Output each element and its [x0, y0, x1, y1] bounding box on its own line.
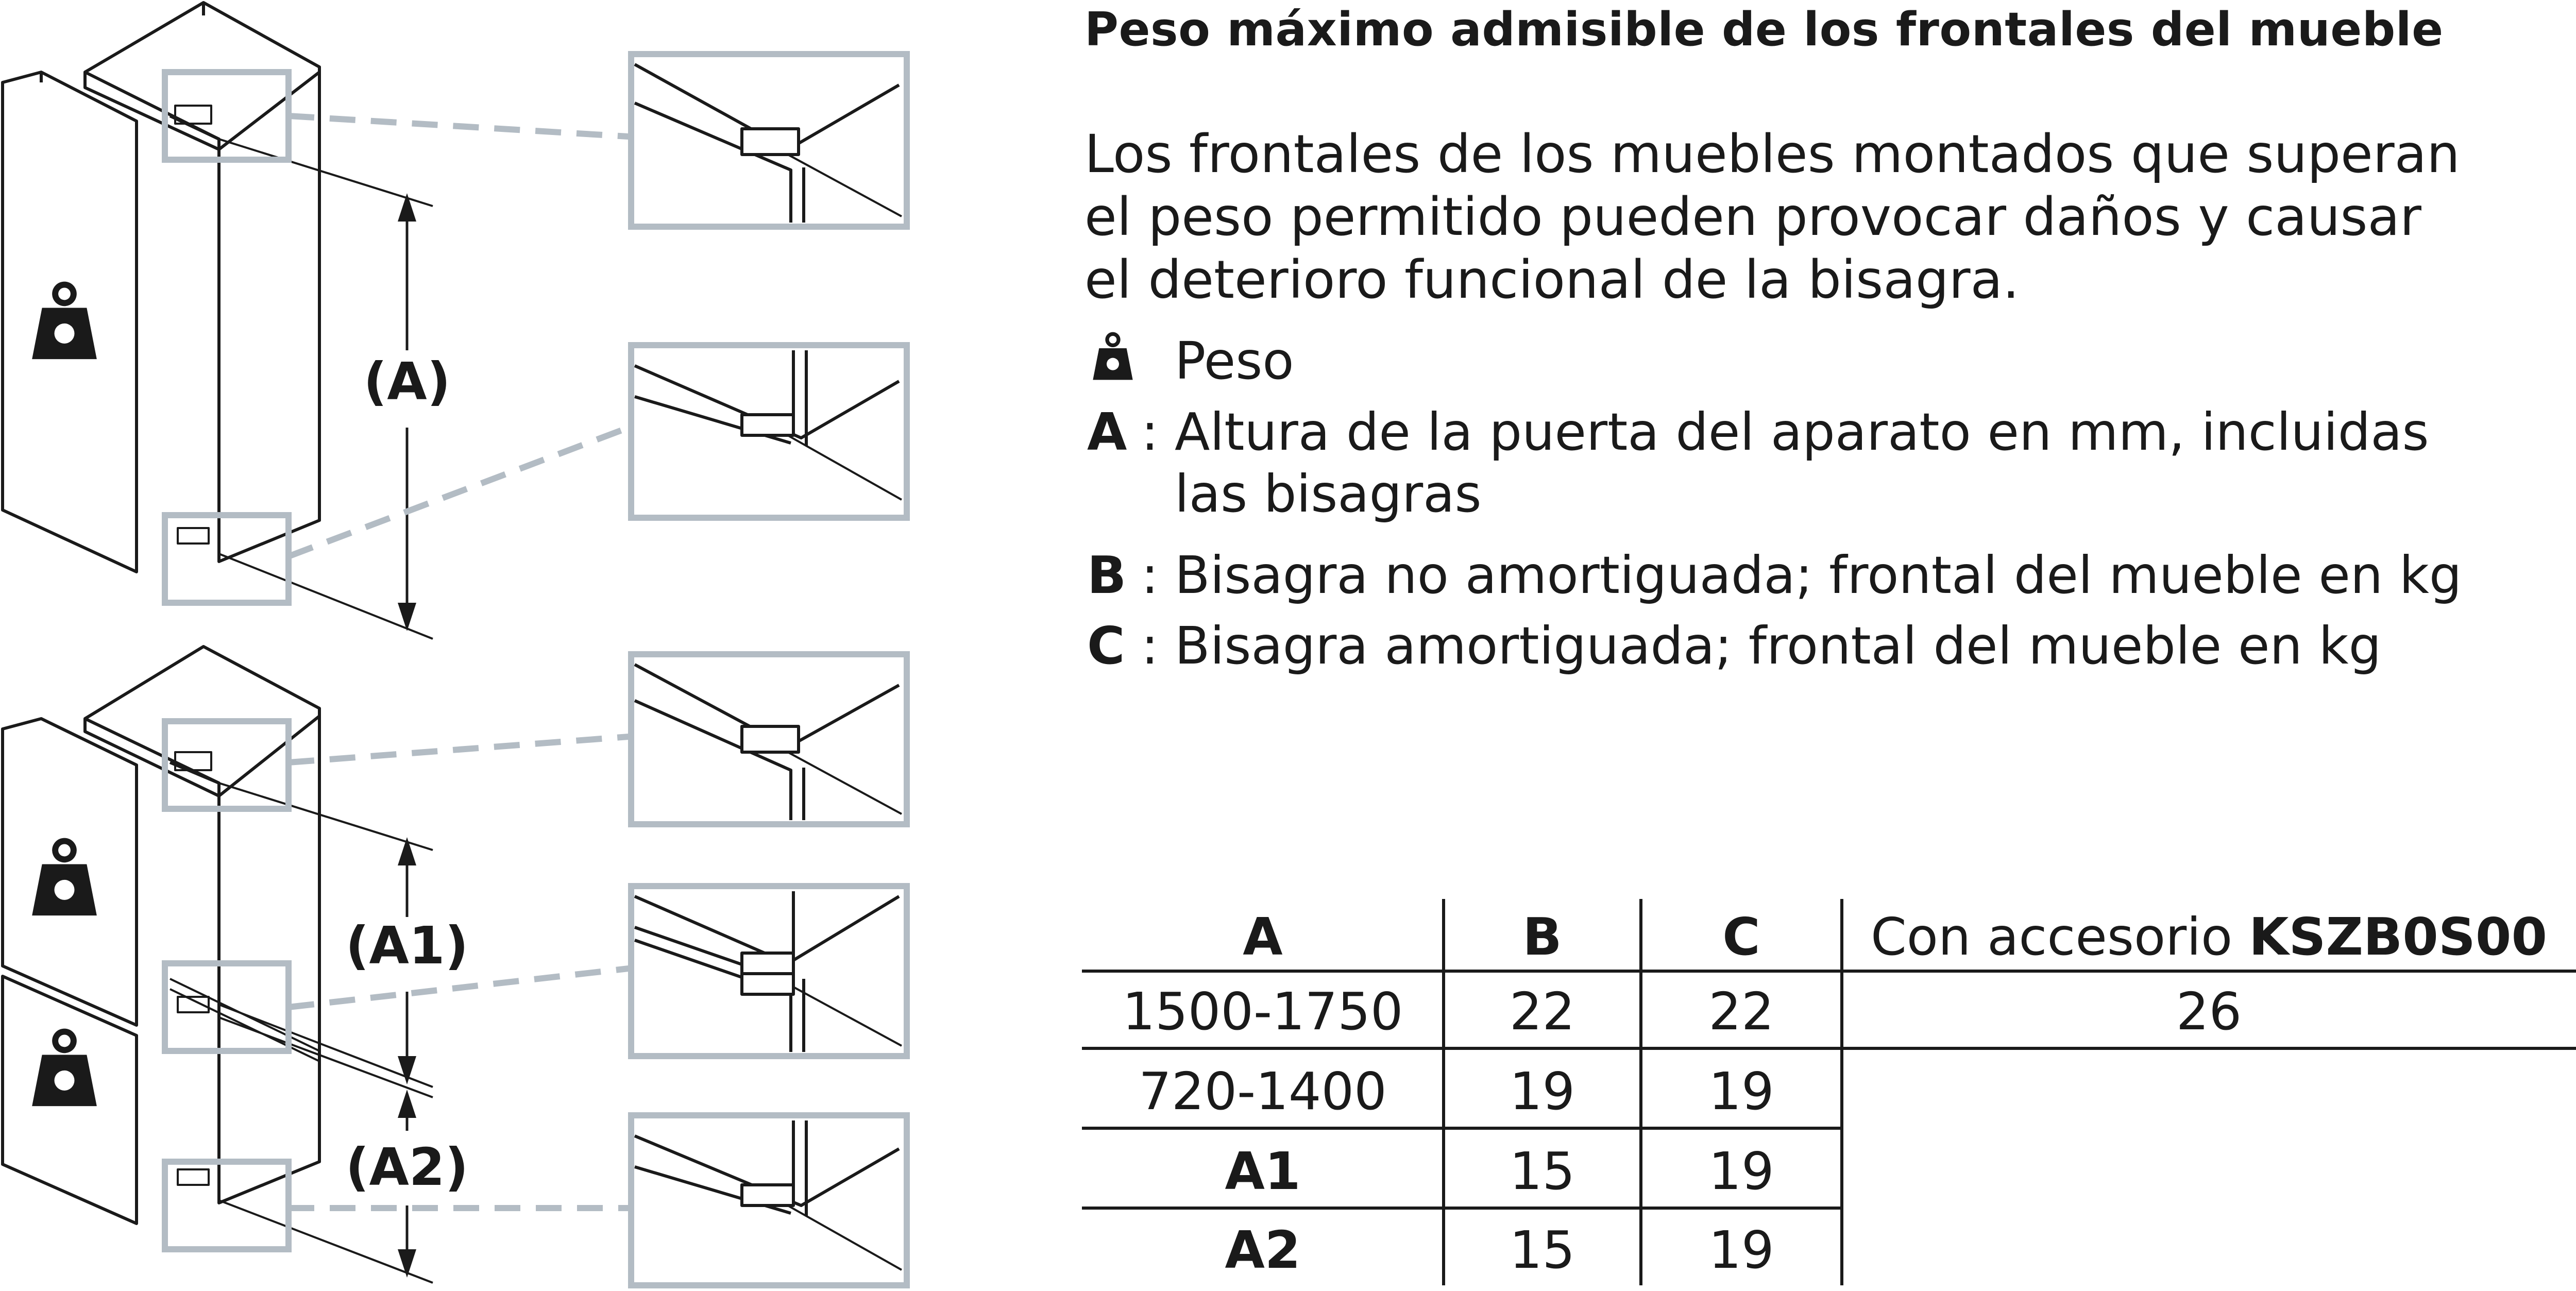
detail-frame-3 — [628, 651, 910, 827]
table-cell-c: 22 — [1708, 981, 1774, 1042]
table-cell-accessory: 26 — [2176, 981, 2242, 1042]
legend-text-c: Bisagra amortiguada; frontal del mueble … — [1175, 616, 2382, 676]
table-cell-c: 19 — [1708, 1220, 1774, 1280]
paragraph-line-3: el deterioro funcional de la bisagra. — [1084, 249, 2020, 311]
table-header-c: C — [1722, 907, 1760, 967]
label-a1: (A1) — [346, 915, 468, 976]
table-header-accessory: Con accesorio KSZB0S00 — [1842, 907, 2576, 967]
table-cell-c: 19 — [1708, 1141, 1774, 1201]
weight-icon — [1093, 332, 1133, 380]
paragraph-line-1: Los frontales de los muebles montados qu… — [1084, 124, 2460, 185]
detail-frame-2 — [628, 342, 910, 521]
detail-hinge-3 — [634, 663, 902, 820]
legend-key-a: A — [1087, 402, 1127, 462]
table-cell-b: 19 — [1509, 1061, 1575, 1122]
dimension-a2 — [398, 1090, 416, 1278]
table-cell-b: 22 — [1509, 981, 1575, 1042]
legend-text-b: Bisagra no amortiguada; frontal del mueb… — [1175, 545, 2462, 605]
legend-weight-label: Peso — [1175, 331, 1294, 391]
legend-key-b: B — [1087, 545, 1127, 605]
table-cell-a: 720-1400 — [1139, 1061, 1387, 1122]
legend-key-c: C — [1087, 616, 1125, 676]
detail-frame-5 — [628, 1112, 910, 1288]
label-a2: (A2) — [346, 1137, 468, 1197]
detail-hinge-4 — [634, 891, 902, 1052]
legend-colon-a: : — [1141, 402, 1159, 462]
dimension-a — [398, 193, 416, 631]
page-title: Peso máximo admisible de los frontales d… — [1084, 3, 2444, 57]
detail-frame-4 — [628, 883, 910, 1059]
table-cell-b: 15 — [1509, 1220, 1575, 1280]
table-header-accessory-prefix: Con accesorio — [1870, 907, 2249, 967]
legend-text-a-line-1: Altura de la puerta del aparato en mm, i… — [1175, 402, 2429, 462]
installation-diagram: (A) — [1, 1, 910, 1288]
table-header-accessory-model: KSZB0S00 — [2249, 907, 2548, 967]
table-cell-a: A2 — [1225, 1220, 1301, 1280]
label-a: (A) — [364, 351, 451, 412]
table-cell-a: 1500-1750 — [1122, 981, 1403, 1042]
paragraph-line-2: el peso permitido pueden provocar daños … — [1084, 186, 2421, 248]
detail-hinge-5 — [634, 1120, 902, 1271]
hinge-highlight-top-lower — [162, 512, 292, 606]
hinge-highlight-bottom-upper — [162, 718, 292, 812]
table-cell-a: A1 — [1225, 1141, 1301, 1201]
table-header-a: A — [1243, 907, 1283, 967]
hinge-highlight-bottom-lower — [162, 1159, 292, 1252]
detail-hinge-1 — [634, 63, 902, 223]
detail-hinge-2 — [634, 350, 902, 501]
table-cell-b: 15 — [1509, 1141, 1575, 1201]
legend-colon-b: : — [1141, 545, 1159, 605]
table-header-b: B — [1522, 907, 1562, 967]
legend-text-a-line-2: las bisagras — [1175, 464, 1482, 524]
dimension-a1 — [398, 837, 416, 1084]
detail-frame-1 — [628, 51, 910, 230]
legend-colon-c: : — [1141, 616, 1159, 676]
table-cell-c: 19 — [1708, 1061, 1774, 1122]
hinge-highlight-top-upper — [162, 69, 292, 163]
